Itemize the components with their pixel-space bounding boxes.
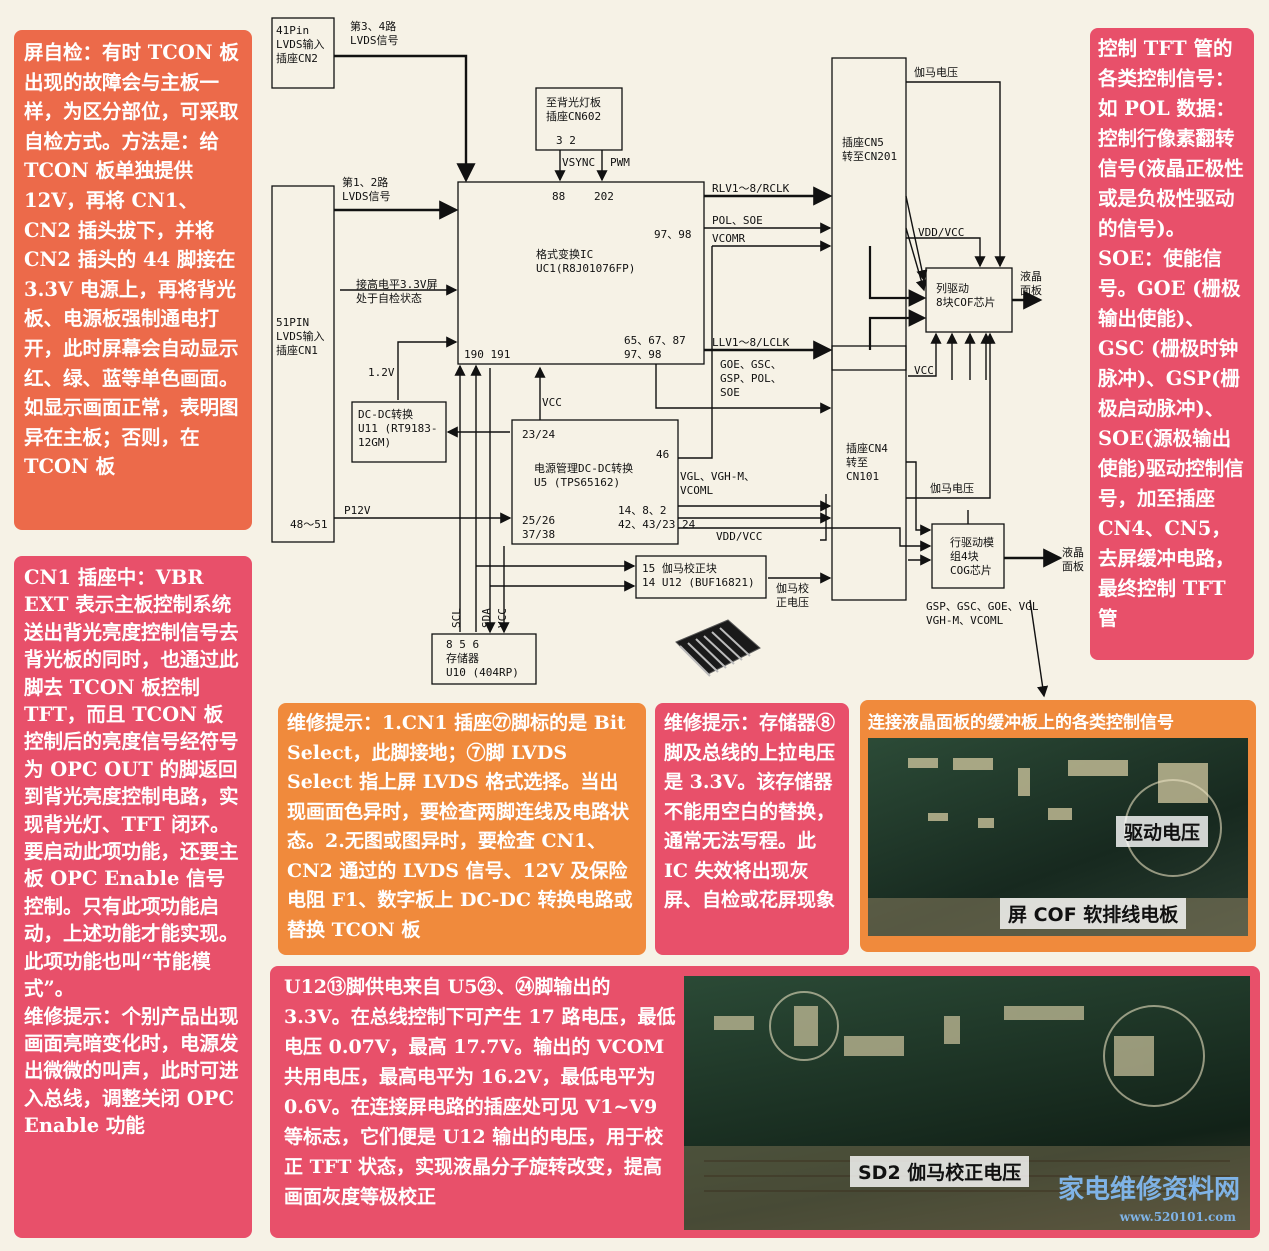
gamma-voltage-label: 伽马电压 bbox=[914, 65, 958, 79]
gamma-voltage-label-2: 伽马电压 bbox=[930, 481, 974, 495]
uc1-pin-88: 88 bbox=[552, 190, 565, 203]
drive-voltage-label: 驱动电压 bbox=[1116, 816, 1209, 847]
cn2-connector-box bbox=[271, 17, 335, 89]
u5-pin-46: 46 bbox=[656, 448, 669, 461]
repair-tip-2-text: 维修提示：存储器⑧脚及总线的上拉电压是 3.3V。该存储器不能用空白的替换，通常… bbox=[664, 712, 836, 911]
watermark-logo: 家电维修资料网 bbox=[1057, 1175, 1240, 1205]
cn5-connector-box bbox=[831, 57, 907, 371]
uc1-format-ic-box bbox=[457, 181, 705, 365]
gamma-voltage-photo-art bbox=[684, 991, 1250, 1230]
cn1-opc-note: CN1 插座中：VBR EXT 表示主板控制系统送出背光亮度控制信号去背光板的同… bbox=[14, 556, 252, 1238]
u12-gamma-note-text: U12⑬脚供电来自 U5㉓、㉔脚输出的 3.3V。在总线控制下可产生 17 路电… bbox=[284, 976, 676, 1208]
u5-power-box bbox=[511, 419, 679, 545]
tft-control-note-text: 控制 TFT 管的各类控制信号：如 POL 数据：控制行像素翻转信号(液晶正极性… bbox=[1098, 37, 1244, 630]
vgl-list-label: VGL、VGH-M、VCOML bbox=[680, 470, 755, 497]
cof-flex-board-label: 屏 COF 软排线电板 bbox=[1000, 898, 1187, 929]
llv-label: LLV1～8/LCLK bbox=[712, 336, 790, 349]
self-test-note: 屏自检：有时 TCON 板出现的故障会与主板一样，为区分部位，可采取自检方式。方… bbox=[14, 30, 252, 530]
p12v-label: P12V bbox=[344, 504, 371, 517]
u10-memory-box bbox=[431, 633, 537, 685]
sda-label: SDA bbox=[480, 608, 493, 628]
vcc-label: VCC bbox=[542, 396, 562, 409]
scl-label: SCL bbox=[450, 608, 463, 628]
cn1-opc-note-text: CN1 插座中：VBR EXT 表示主板控制系统送出背光亮度控制信号去背光板的同… bbox=[24, 566, 239, 1138]
watermark-url: www.520101.com bbox=[1119, 1210, 1236, 1224]
v12-label: 1.2V bbox=[368, 366, 395, 379]
cn1-connector-box bbox=[271, 185, 335, 543]
vcc-mem-label: VCC bbox=[496, 608, 509, 628]
backlight-connector-box bbox=[535, 87, 623, 151]
vdd-vcc-label: VDD/VCC bbox=[918, 226, 964, 239]
buffer-board-photo: 驱动电压 屏 COF 软排线电板 bbox=[868, 738, 1248, 936]
uc1-pins-bottom: 190 191 bbox=[464, 348, 510, 361]
tft-control-note: 控制 TFT 管的各类控制信号：如 POL 数据：控制行像素翻转信号(液晶正极性… bbox=[1090, 28, 1254, 660]
goe-list-label: GOE、GSC、GSP、POL、SOE bbox=[720, 358, 782, 399]
vsync-label: VSYNC bbox=[562, 156, 595, 169]
cn1-pins-label: 48～51 bbox=[290, 518, 328, 531]
repair-tip-2: 维修提示：存储器⑧脚及总线的上拉电压是 3.3V。该存储器不能用空白的替换，通常… bbox=[655, 703, 849, 955]
backlight-label: 至背光灯板插座CN602 bbox=[546, 95, 601, 123]
gamma-voltage-photo: SD2 伽马校正电压 家电维修资料网 www.520101.com bbox=[684, 976, 1250, 1230]
u12-gamma-box bbox=[635, 555, 767, 599]
backlight-pins-label: 3 2 bbox=[556, 134, 576, 147]
vdd-vcc-label-2: VDD/VCC bbox=[716, 530, 762, 543]
self-test-label: 接高电平3.3V屏处于自检状态 bbox=[356, 277, 438, 305]
pol-soe-label: POL、SOE bbox=[712, 214, 763, 227]
rlv-label: RLV1～8/RCLK bbox=[712, 182, 790, 195]
lcd-panel-label-1: 液晶面板 bbox=[1020, 269, 1042, 297]
gamma-out-label: 伽马校正电压 bbox=[776, 581, 809, 609]
vcomr-label: VCOMR bbox=[712, 232, 745, 245]
lcd-panel-label-2: 液晶面板 bbox=[1062, 545, 1084, 573]
buffer-board-photo-frame: 连接液晶面板的缓冲板上的各类控制信号 驱动电压 屏 COF 软排线电板 bbox=[860, 700, 1256, 952]
repair-tip-1-text: 维修提示：1.CN1 插座㉗脚标的是 Bit Select，此脚接地；⑦脚 LV… bbox=[287, 712, 633, 941]
self-test-note-text: 屏自检：有时 TCON 板出现的故障会与主板一样，为区分部位，可采取自检方式。方… bbox=[24, 41, 239, 479]
pwm-label: PWM bbox=[610, 156, 630, 169]
u11-dcdc-box bbox=[351, 401, 447, 463]
sd2-gamma-label: SD2 伽马校正电压 bbox=[850, 1156, 1030, 1187]
vcc-label-2: VCC bbox=[914, 364, 934, 377]
u5-pin-2324: 23/24 bbox=[522, 428, 555, 441]
gamma-ic-chip-image bbox=[668, 612, 763, 686]
buffer-board-photo-title: 连接液晶面板的缓冲板上的各类控制信号 bbox=[868, 713, 1174, 733]
uc1-pin-202: 202 bbox=[594, 190, 614, 203]
repair-tip-1: 维修提示：1.CN1 插座㉗脚标的是 Bit Select，此脚接地；⑦脚 LV… bbox=[278, 703, 646, 955]
uc1-pins-right-top: 97、98 bbox=[654, 228, 692, 241]
u12-gamma-note-frame: U12⑬脚供电来自 U5㉓、㉔脚输出的 3.3V。在总线控制下可产生 17 路电… bbox=[270, 966, 1260, 1238]
